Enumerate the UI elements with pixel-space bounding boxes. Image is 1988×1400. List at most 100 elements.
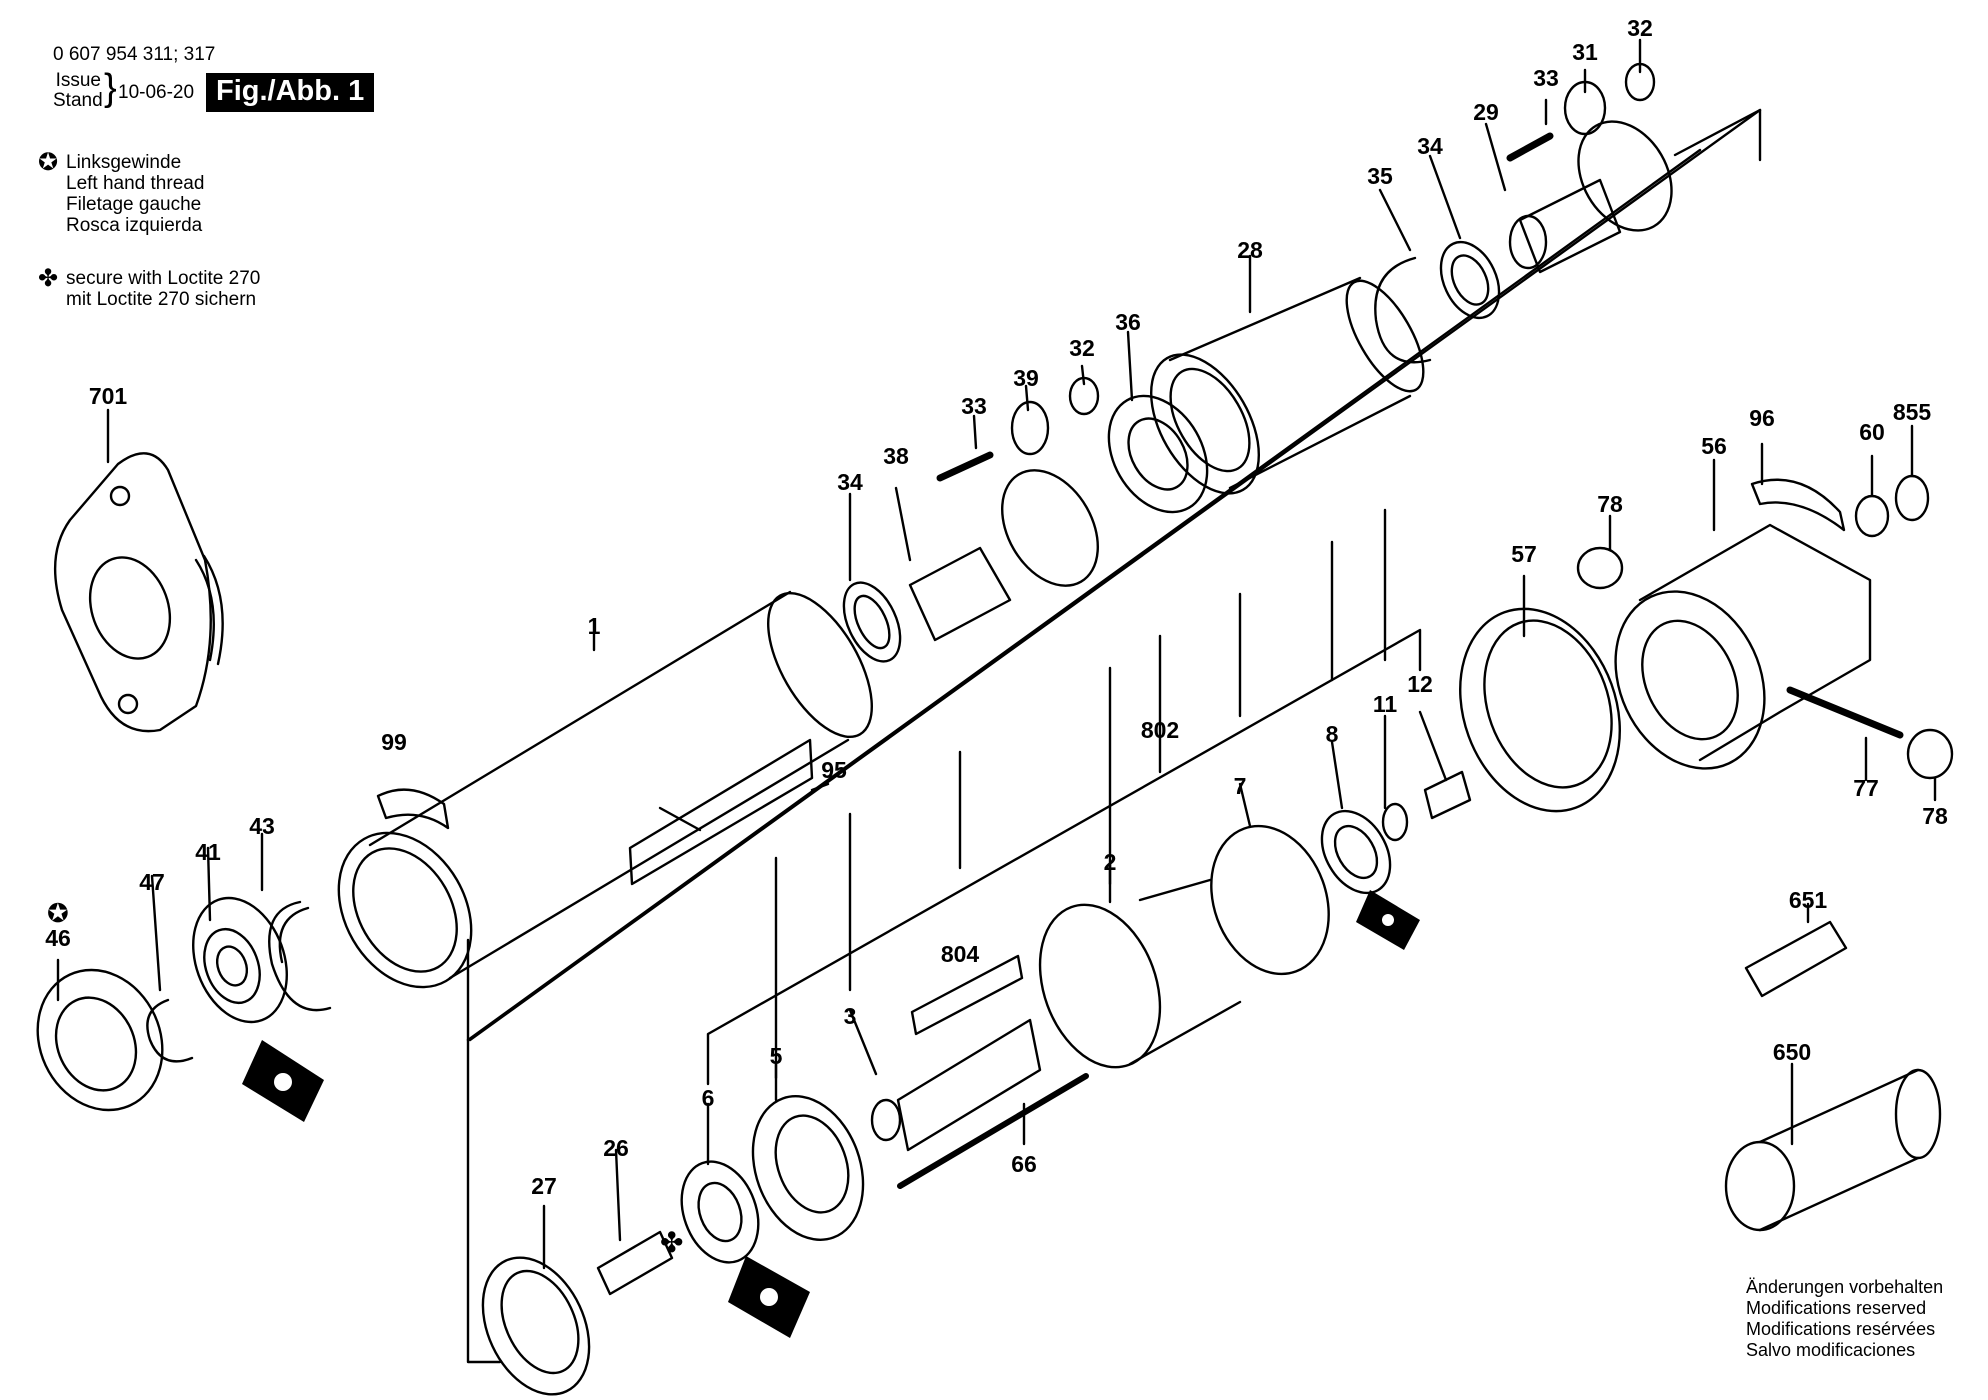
part-label-56: 56: [1701, 433, 1727, 459]
star-circle-icon: ✪: [38, 149, 59, 176]
part-label-41: 41: [195, 839, 221, 865]
flange-701-bolt-hole: [117, 693, 139, 715]
footer-line: Modifications resérvées: [1746, 1319, 1936, 1339]
part-label-855: 855: [1893, 399, 1932, 425]
part-label-96: 96: [1749, 405, 1775, 431]
pin-33b: [1506, 132, 1554, 162]
part-label-38: 38: [883, 443, 909, 469]
planet-29: [1577, 120, 1673, 232]
gear-39: [1010, 400, 1050, 456]
part-label-77: 77: [1853, 775, 1879, 801]
retaining-ring-43: [268, 900, 332, 1012]
ring-57: [1459, 607, 1621, 813]
frame-link: [466, 148, 1702, 1042]
housing-1-top: [368, 590, 792, 847]
part-label-3: 3: [844, 1003, 857, 1029]
screw-12: [1423, 770, 1472, 820]
assembly-frame-diagonal-upper: [468, 108, 1762, 1042]
part-label-701: 701: [89, 383, 128, 409]
legend-left-hand-thread: ✪ Linksgewinde Left hand thread Filetage…: [38, 149, 205, 237]
legend-line: Left hand thread: [66, 173, 205, 194]
screen-60: [1854, 494, 1890, 538]
legend-line: Linksgewinde: [66, 152, 182, 173]
brace: }: [104, 67, 117, 109]
part-label-43: 43: [249, 813, 275, 839]
stand-label: Stand: [53, 90, 103, 111]
snap-ring-35: [1374, 256, 1432, 364]
part-label-6: 6: [702, 1085, 715, 1111]
modifications-note: Änderungen vorbehalten Modifications res…: [1746, 1277, 1943, 1361]
part-label-651: 651: [1789, 887, 1828, 913]
bearing-36: [1107, 394, 1209, 514]
cylinder-2: [1038, 903, 1162, 1069]
bearing-41: [192, 896, 288, 1024]
part-label-5: 5: [770, 1043, 783, 1069]
plug-78b: [1906, 728, 1954, 780]
flange-701-bolt-hole: [109, 485, 131, 507]
part-label-2: 2: [1104, 849, 1117, 875]
rotor-3: [870, 1098, 902, 1142]
flange-701-thread: [194, 558, 215, 662]
pin-33: [936, 451, 994, 482]
part-label-36: 36: [1115, 309, 1141, 335]
part-label-804: 804: [941, 941, 980, 967]
pin-66: [897, 1073, 1089, 1189]
legend-line: Filetage gauche: [66, 194, 202, 215]
part-label-32: 32: [1627, 15, 1653, 41]
washer-11: [1381, 802, 1409, 842]
tag-99: [376, 788, 450, 830]
assembly-frame-lower: [466, 1038, 502, 1364]
nut-46: [36, 968, 164, 1112]
part-label-95: 95: [821, 757, 847, 783]
snap-ring-47: [146, 998, 194, 1063]
label-plate-95: [628, 738, 814, 886]
part-label-78: 78: [1597, 491, 1623, 517]
housing-1-rear: [767, 591, 873, 739]
flange-701: [53, 452, 212, 733]
flange-701-hole: [88, 556, 172, 660]
part-label-8: 8: [1326, 721, 1339, 747]
legend-loctite: ✤ secure with Loctite 270 mit Loctite 27…: [38, 265, 261, 311]
bearing-6: [680, 1160, 760, 1264]
issue-date: 10-06-20: [118, 82, 195, 103]
part-label-33: 33: [1533, 65, 1559, 91]
silencer-650: [1724, 1140, 1796, 1232]
flange-701-thread: [202, 554, 224, 666]
club-icon: ✤: [660, 1226, 683, 1259]
rod-77: [1786, 686, 1904, 739]
part-label-1: 1: [588, 613, 601, 639]
part-label-34: 34: [837, 469, 863, 495]
figure-badge: Fig./Abb. 1: [206, 73, 375, 112]
washer-34b: [1439, 240, 1501, 320]
part-label-78: 78: [1922, 803, 1948, 829]
star-circle-icon: ✪: [47, 899, 69, 929]
o-ring-855: [1894, 474, 1930, 522]
part-label-33: 33: [961, 393, 987, 419]
part-label-11: 11: [1373, 691, 1398, 717]
part-label-27: 27: [531, 1173, 557, 1199]
ring-gear-28-bottom: [1228, 394, 1412, 490]
club-icon: ✤: [38, 265, 59, 292]
bearing-8: [1320, 809, 1392, 895]
tag-96: [1750, 478, 1846, 532]
part-label-46: 46: [45, 925, 71, 951]
footer-line: Salvo modificaciones: [1746, 1340, 1916, 1360]
part-label-31: 31: [1572, 39, 1598, 65]
part-label-47: 47: [139, 869, 165, 895]
nipple-651: [1744, 920, 1848, 998]
plug-78: [1576, 546, 1624, 590]
housing-56: [1638, 523, 1872, 762]
part-label-32: 32: [1069, 335, 1095, 361]
housing-1-front: [337, 831, 473, 989]
housing-1-front-inner: [352, 847, 458, 973]
part-label-35: 35: [1367, 163, 1393, 189]
part-label-26: 26: [603, 1135, 629, 1161]
footer-line: Änderungen vorbehalten: [1746, 1277, 1944, 1297]
pinion-26: [596, 1230, 674, 1296]
part-label-29: 29: [1473, 99, 1499, 125]
part-numbers: 0 607 954 311; 317: [53, 44, 216, 65]
legend-line: secure with Loctite 270: [66, 268, 261, 289]
legend-line: Rosca izquierda: [66, 215, 203, 236]
end-plate-7: [1210, 824, 1330, 976]
